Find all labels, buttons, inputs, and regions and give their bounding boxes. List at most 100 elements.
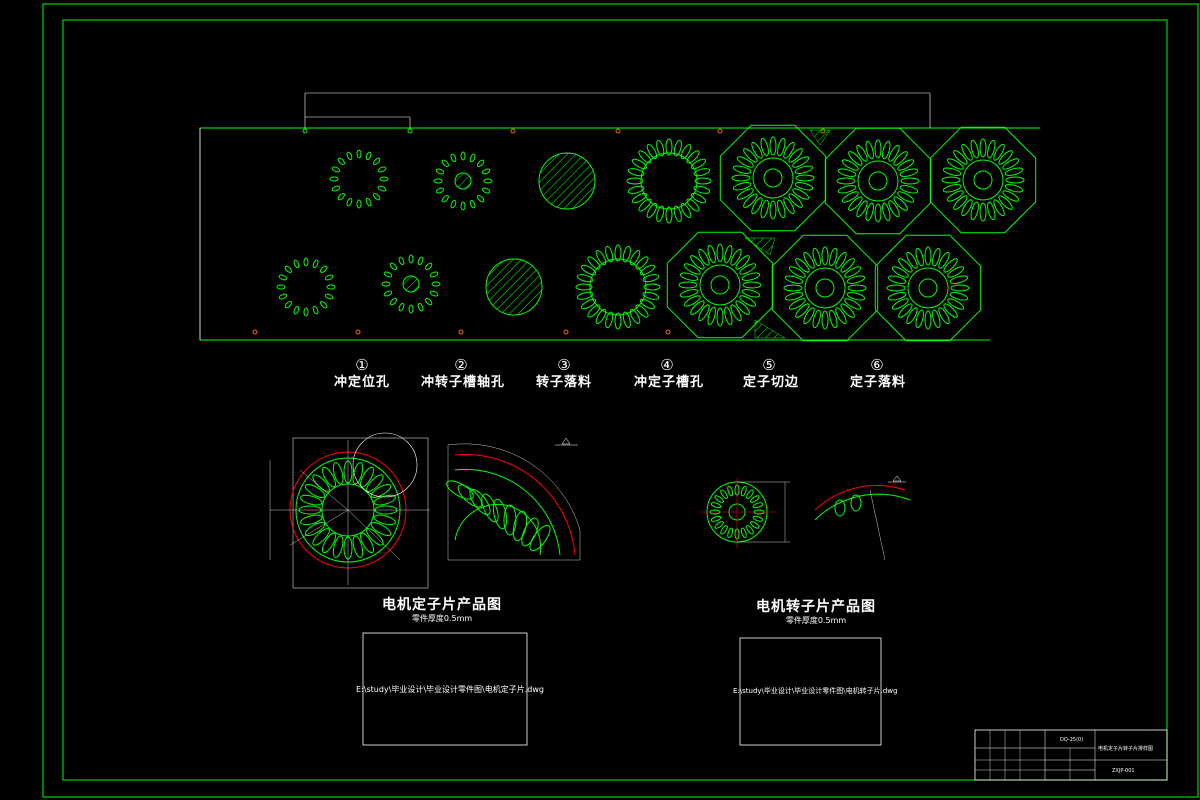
stator-slot	[821, 246, 829, 266]
stator-file-box	[362, 632, 528, 746]
stage-1-num: ①	[355, 356, 369, 374]
stator-slot	[300, 494, 323, 506]
stator-slot	[961, 199, 973, 217]
strip-layout	[199, 92, 1040, 342]
rotor-slot	[460, 201, 466, 211]
rotor-slot	[429, 290, 439, 297]
rotor-slot	[329, 176, 339, 182]
stator-slot	[844, 298, 862, 310]
stage-2-name: 冲转子槽轴孔	[420, 375, 505, 390]
stator-slot	[690, 300, 705, 315]
stator-slot	[707, 244, 716, 264]
stator-slot	[580, 298, 597, 310]
rotor-file-box	[739, 637, 882, 746]
stator-slot	[961, 143, 973, 161]
stator-slot	[665, 206, 673, 224]
stator-slot	[837, 168, 857, 177]
rotor-slot	[284, 301, 292, 309]
stator-slot	[370, 522, 392, 536]
rotor-slot	[373, 157, 381, 165]
stator-slot	[360, 532, 374, 554]
stator-outline	[719, 124, 827, 232]
stator-slot	[788, 298, 806, 310]
stator-slot	[716, 307, 724, 327]
stator-slot	[856, 144, 868, 162]
rotor-slot	[477, 159, 485, 167]
stator-slot	[683, 263, 701, 275]
stator-slot	[693, 185, 711, 194]
stator-slot	[627, 168, 645, 177]
rotor-slot	[337, 157, 345, 165]
stator-slot	[891, 298, 909, 310]
stator-slot	[576, 274, 594, 283]
stator-slot	[840, 258, 855, 273]
stator-slot	[888, 144, 900, 162]
stator-detail-slot	[469, 488, 491, 516]
stator-slot	[622, 311, 631, 329]
stator-product-view	[269, 432, 581, 589]
rotor-slot	[377, 166, 387, 173]
stator-slot	[932, 309, 941, 329]
stator-slot	[629, 249, 641, 266]
stator-slot	[642, 291, 660, 300]
stator-slot	[698, 248, 710, 266]
stator-slot	[812, 247, 821, 267]
rotor-slot	[408, 254, 414, 264]
stator-slot	[635, 256, 649, 270]
stator-slot	[683, 295, 701, 307]
stator-slot	[947, 266, 965, 278]
stator-slot	[841, 159, 859, 171]
stator-slot	[679, 289, 699, 298]
stator-slot	[370, 484, 392, 498]
stator-slot	[993, 143, 1005, 161]
stator-slot	[366, 474, 384, 492]
pilot-hole	[355, 329, 361, 335]
web-hatch-top	[809, 129, 831, 146]
stator-slot	[946, 190, 964, 202]
stator-slot	[953, 195, 968, 210]
stage-1-name: 冲定位孔	[333, 375, 390, 390]
stator-slot	[947, 298, 965, 310]
stator-slot	[741, 289, 761, 298]
stator-detail-slot	[457, 484, 483, 508]
stator-detail-slot	[529, 524, 551, 552]
stator-bore	[752, 157, 794, 199]
stage-4-num: ④	[660, 356, 674, 374]
stator-slot	[743, 148, 758, 163]
rotor-slot	[346, 197, 353, 207]
drawing-no: ZXJP-001	[1112, 768, 1135, 774]
stator-slot	[741, 272, 761, 281]
shaft-hole	[402, 275, 420, 293]
rotor-slot	[425, 298, 433, 306]
pilot-holes	[252, 128, 826, 335]
rotor-slot	[381, 281, 391, 287]
stator-slot	[887, 292, 907, 301]
rotor-slot	[740, 527, 747, 539]
rotor-slot	[429, 271, 439, 278]
rotor-slot	[303, 257, 309, 267]
stator-slot	[686, 198, 700, 212]
rotor-slot	[727, 527, 734, 539]
stator-slot	[680, 143, 692, 160]
stator-slot	[332, 462, 344, 485]
stator-slot	[829, 309, 838, 329]
stator-detail-slot	[503, 504, 517, 536]
stator-slot	[943, 303, 958, 318]
stator-slot	[680, 202, 692, 219]
stator-bore	[640, 152, 698, 210]
stator-slot	[605, 245, 614, 263]
rotor-slot	[389, 262, 397, 270]
stator-slot	[732, 165, 752, 174]
stator-slot	[897, 159, 915, 171]
stator-slot	[874, 139, 882, 159]
rotor-blank	[485, 258, 543, 316]
stator-slot	[575, 283, 593, 291]
stator-slot	[373, 514, 396, 526]
stator-slot	[841, 191, 859, 203]
stator-slot	[731, 174, 751, 182]
stator-slot	[1004, 167, 1024, 176]
stator-slot	[784, 292, 804, 301]
stator-slot	[751, 197, 763, 215]
rotor-blank	[538, 152, 596, 210]
stator-slot	[865, 140, 874, 160]
